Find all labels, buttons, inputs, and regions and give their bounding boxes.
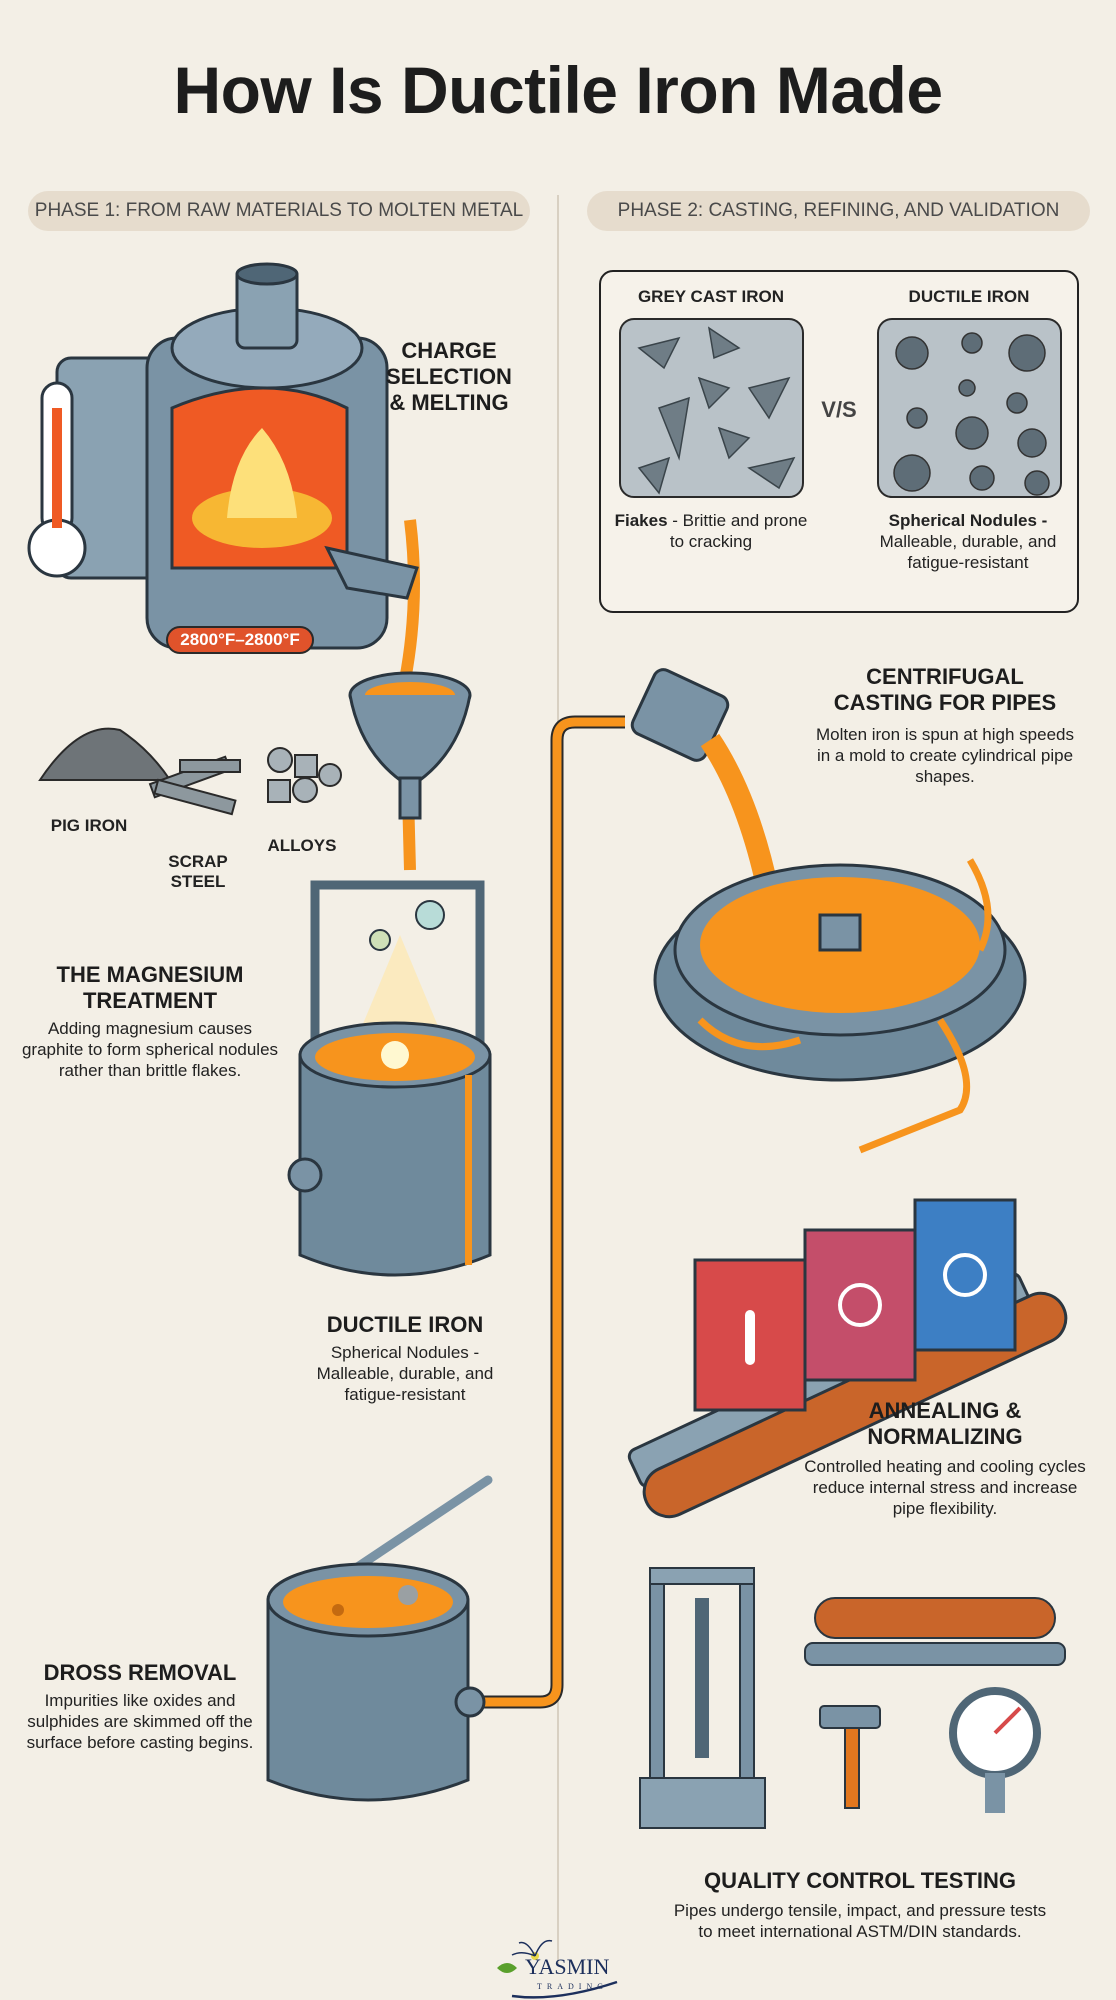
ductile-iron-text: Spherical Nodules - Malleable, durable, … — [316, 1343, 494, 1404]
ductile-iron-section: DUCTILE IRON Spherical Nodules - Malleab… — [305, 1312, 505, 1405]
magnesium-ladle-illustration — [287, 880, 492, 1277]
centrifugal-title: CENTRIFUGAL CASTING FOR PIPES — [833, 664, 1057, 715]
magnesium-title: THE MAGNESIUM TREATMENT — [56, 962, 244, 1013]
pig-iron-label: PIG IRON — [50, 816, 128, 835]
qc-title: QUALITY CONTROL TESTING — [703, 1868, 1017, 1893]
magnesium-section: THE MAGNESIUM TREATMENT Adding magnesium… — [20, 962, 280, 1081]
ductile-iron-desc: Spherical Nodules - Malleable, durable, a… — [863, 510, 1073, 573]
tensile-tester-icon — [639, 1567, 766, 1829]
microstructure-comparison: GREY CAST IRON DUCTILE IRON V/S Fiakes -… — [599, 270, 1079, 613]
rotation-arrow-icon — [697, 1017, 802, 1051]
flakes-desc: - Brittie and prone to cracking — [667, 511, 808, 551]
temperature-badge: 2800°F–2800°F — [166, 626, 314, 654]
pressure-gauge-icon — [949, 1687, 1041, 1813]
annealing-title: ANNEALING & NORMALIZING — [867, 1398, 1023, 1449]
scrap-steel-line: SCRAP — [168, 852, 228, 871]
nodules-desc: Malleable, durable, and fatigue-resistan… — [879, 532, 1057, 572]
charge-title-line: CHARGE — [401, 338, 497, 363]
phase-2-label: PHASE 2: CASTING, REFINING, AND VALIDATI… — [587, 191, 1090, 231]
quality-testing-illustration — [639, 1567, 1066, 1829]
rotation-arrow-icon — [966, 858, 992, 952]
phase-1-label: PHASE 1: FROM RAW MATERIALS TO MOLTEN ME… — [28, 191, 530, 231]
centrifugal-section: CENTRIFUGAL CASTING FOR PIPES Molten iro… — [815, 664, 1075, 787]
funnel-illustration — [348, 671, 472, 820]
grey-cast-iron-title: GREY CAST IRON — [637, 287, 785, 306]
raw-materials-illustration — [38, 727, 342, 816]
cycle-icon — [943, 1253, 987, 1297]
nodular-graphite-image — [877, 318, 1062, 498]
centrifugal-desc: Molten iron is spun at high speeds in a … — [816, 725, 1074, 786]
charge-title: CHARGE SELECTION & MELTING — [359, 338, 539, 416]
charge-title-line: & MELTING — [389, 390, 509, 415]
annealing-desc: Controlled heating and cooling cycles re… — [804, 1457, 1086, 1518]
furnace-illustration — [27, 262, 419, 650]
dross-pot-illustration — [266, 1475, 493, 1802]
qc-desc: Pipes undergo tensile, impact, and press… — [673, 1901, 1047, 1941]
pipe-icon — [814, 1597, 1056, 1639]
vs-label: V/S — [821, 397, 857, 422]
dross-title: DROSS REMOVAL — [43, 1660, 237, 1685]
alloys-label: ALLOYS — [267, 836, 337, 855]
ductile-iron-heading: DUCTILE IRON — [326, 1312, 484, 1337]
cycle-icon — [838, 1283, 882, 1327]
yasmin-trading-logo: YASMIN TRADING — [497, 1938, 622, 1999]
logo-name: YASMIN — [525, 1954, 610, 1979]
flakes-term: Fiakes — [614, 511, 668, 530]
scrap-steel-line: STEEL — [170, 872, 226, 891]
page-title: How Is Ductile Iron Made — [173, 53, 943, 127]
nodules-term: Spherical Nodules - — [888, 511, 1048, 530]
flake-graphite-image — [619, 318, 804, 498]
hammer-icon — [819, 1705, 881, 1809]
dross-desc: Impurities like oxides and sulphides are… — [26, 1691, 254, 1752]
scrap-steel-label: SCRAP STEEL — [148, 852, 248, 892]
dross-section: DROSS REMOVAL Impurities like oxides and… — [20, 1660, 260, 1753]
centrifugal-mold-illustration — [630, 668, 1027, 1154]
charge-title-line: SELECTION — [386, 364, 512, 389]
flower-logo-icon — [497, 1939, 618, 1999]
qc-section: QUALITY CONTROL TESTING Pipes undergo te… — [610, 1868, 1110, 1942]
logo-sub: TRADING — [537, 1982, 608, 1991]
annealing-section: ANNEALING & NORMALIZING Controlled heati… — [795, 1398, 1095, 1519]
annealing-furnace-illustration — [627, 1198, 1068, 1519]
ductile-iron-title: DUCTILE IRON — [908, 287, 1030, 306]
thermometer-icon — [745, 1310, 755, 1365]
grey-cast-iron-desc: Fiakes - Brittie and prone to cracking — [611, 510, 811, 552]
magnesium-desc: Adding magnesium causes graphite to form… — [21, 1019, 279, 1080]
